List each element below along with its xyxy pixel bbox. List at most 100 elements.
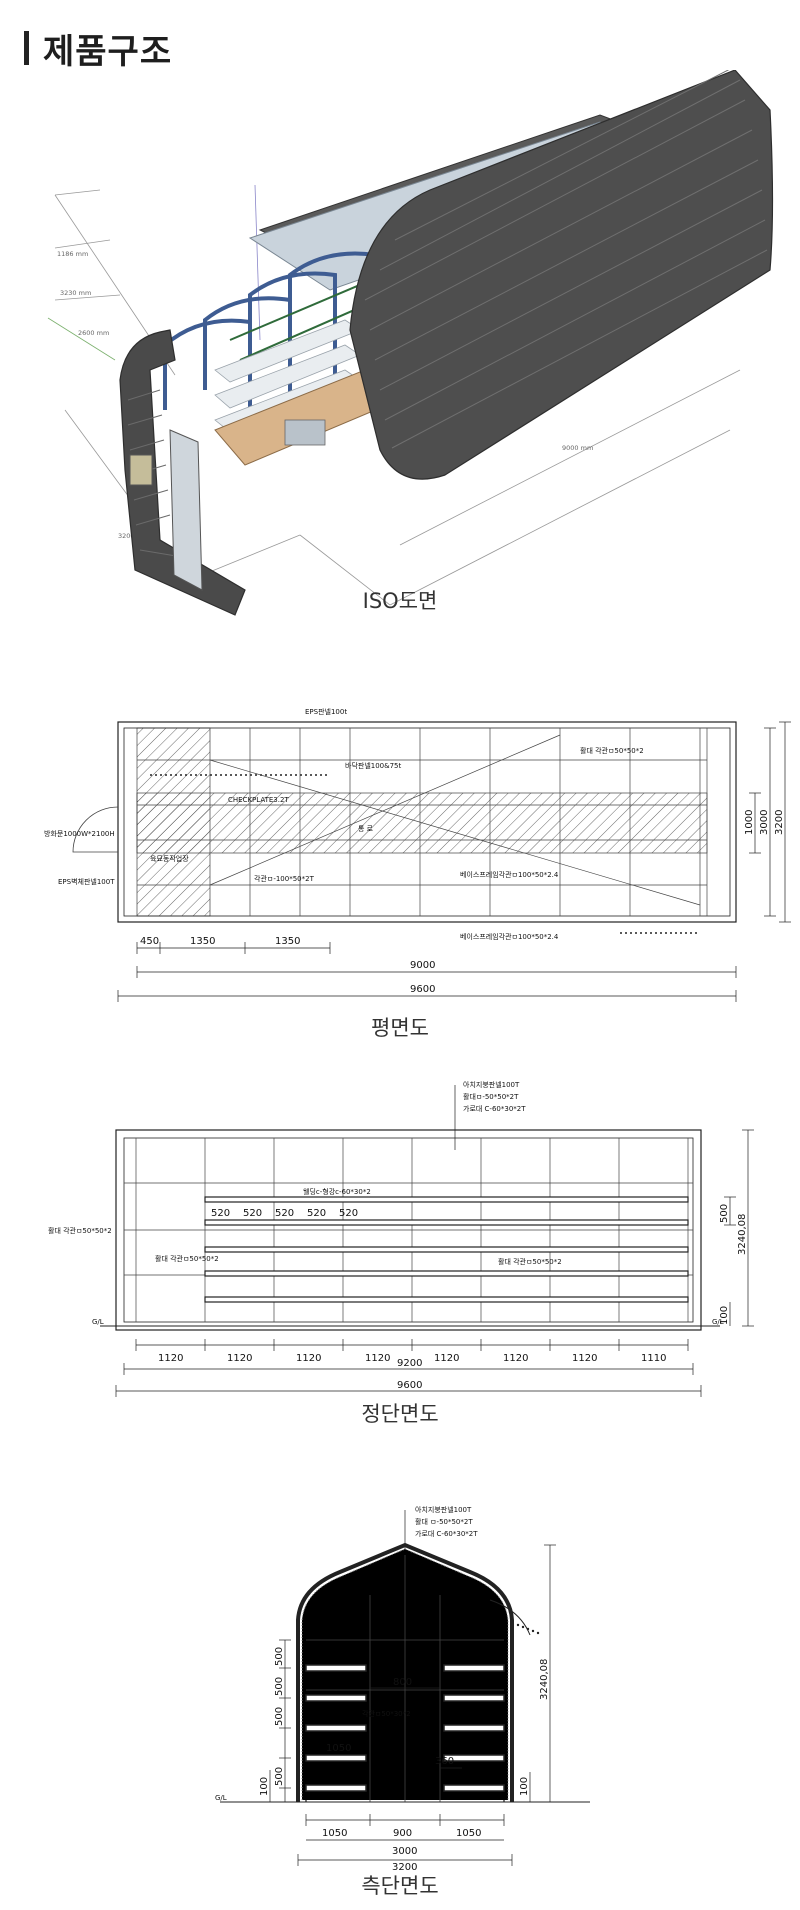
header-bar (24, 31, 29, 65)
side-dots (516, 1623, 540, 1635)
plan-label-base2: 베이스프레임각관ㅁ100*50*2.4 (460, 932, 559, 941)
plan-label-entry: 육묘동작업장 (150, 854, 189, 863)
front-label-bar: 활대ㅁ-50*50*2T (463, 1092, 519, 1101)
svg-text:1120: 1120 (296, 1353, 321, 1364)
front-section-drawing: 아치지붕판넬100T 활대ㅁ-50*50*2T 가로대 C-60*30*2T G… (48, 1080, 754, 1397)
svg-text:500: 500 (274, 1677, 285, 1696)
iso-sink (284, 419, 326, 446)
front-label-mid-beam: 활대 각관ㅁ50*50*2 (155, 1254, 219, 1263)
plan-label-door: 방화문1000W*2100H (44, 829, 115, 838)
plan-dim-450: 450 (140, 936, 159, 947)
side-dim-3200: 3200 (392, 1862, 417, 1870)
front-dim-500: 500 (719, 1204, 730, 1223)
front-dim-100: 100 (719, 1306, 730, 1325)
iso-drawing: 1186 mm 3230 mm 2600 mm 3200 mm 9000 mm (47, 64, 774, 616)
side-right-dim-lines (529, 1544, 556, 1803)
section-header: 제품구조 (24, 28, 172, 72)
iso-main-roof (349, 69, 774, 480)
front-dim-lines (115, 1129, 754, 1397)
front-section: 아치지붕판넬100T 활대ㅁ-50*50*2T 가로대 C-60*30*2T G… (0, 1075, 800, 1435)
svg-text:520: 520 (307, 1208, 326, 1219)
svg-text:1120: 1120 (503, 1353, 528, 1364)
plan-label-eps-top: EPS판넬100t (305, 707, 347, 716)
plan-dashed-lines (150, 774, 700, 934)
plan-label-post: 각관ㅁ-100*50*2T (254, 874, 315, 883)
side-inner-dim-lines (310, 1687, 462, 1769)
svg-text:520: 520 (243, 1208, 262, 1219)
front-label-left-beam: 활대 각관ㅁ50*50*2 (48, 1226, 112, 1235)
svg-text:900: 900 (393, 1828, 412, 1839)
side-center-posts (306, 1555, 504, 1802)
plan-dim-1350a: 1350 (190, 936, 215, 947)
iso-roof-ribs (364, 64, 768, 449)
plan-label-beam: 활대 각관ㅁ50*50*2 (580, 746, 644, 755)
plan-dim-9600: 9600 (410, 984, 435, 995)
side-dim-360: 360 (435, 1756, 454, 1767)
plan-dim-3000: 3000 (759, 810, 770, 835)
side-dim-3000: 3000 (392, 1846, 417, 1857)
plan-grid (137, 728, 708, 916)
svg-text:1110: 1110 (641, 1353, 666, 1364)
front-dim-9600: 9600 (397, 1380, 422, 1391)
front-shelf-dims: 520 520 520 520 520 (211, 1208, 358, 1219)
iso-front-window (129, 454, 153, 486)
side-label-cross: 가로대 C-60*30*2T (415, 1529, 478, 1538)
side-arch-outer (296, 1542, 514, 1802)
side-left-dim-lines (269, 1639, 291, 1803)
side-label-arch: 아치지붕판넬100T (415, 1505, 472, 1514)
svg-text:1050: 1050 (456, 1828, 481, 1839)
page-title: 제품구조 (43, 31, 173, 72)
side-label-post: 각관ㅁ50*30*2 (362, 1709, 411, 1718)
front-gl-left: G/L (92, 1318, 104, 1326)
plan-dim-lines (117, 721, 791, 1002)
side-section: 아치지붕판넬100T 활대 ㅁ-50*50*2T 가로대 C-60*30*2T (0, 1500, 800, 1910)
plan-dim-3200: 3200 (774, 810, 785, 835)
plan-dim-1350b: 1350 (275, 936, 300, 947)
front-label-arch: 아치지붕판넬100T (463, 1080, 520, 1089)
side-section-drawing: 아치지붕판넬100T 활대 ㅁ-50*50*2T 가로대 C-60*30*2T (215, 1505, 590, 1873)
front-caption: 정단면도 (361, 1402, 439, 1426)
iso-dim-h1: 1186 mm (57, 250, 88, 258)
plan-dim-1000: 1000 (744, 810, 755, 835)
side-dim-3240: 3240,08 (539, 1659, 550, 1700)
front-bay-dims: 1120 1120 1120 1120 1120 1120 1120 1110 (158, 1353, 666, 1364)
plan-view-section: EPS판넬100t 바닥판넬100&75t 활대 각관ㅁ50*50*2 CHEC… (0, 690, 800, 1050)
side-gl: G/L (215, 1794, 227, 1802)
iso-dim-h2: 3230 mm (60, 289, 91, 297)
front-outer (115, 1129, 702, 1331)
plan-door-swing (72, 806, 119, 853)
plan-dim-9000: 9000 (410, 960, 435, 971)
svg-text:1120: 1120 (434, 1353, 459, 1364)
plan-label-base: 베이스프레임각관ㅁ100*50*2.4 (460, 870, 559, 879)
plan-label-floor: 바닥판넬100&75t (345, 761, 401, 770)
front-label-right-beam: 활대 각관ㅁ50*50*2 (498, 1257, 562, 1266)
plan-label-checkplate: CHECKPLATE3.2T (228, 796, 289, 804)
iso-gable-ribs (127, 389, 201, 561)
iso-front-door (169, 429, 203, 591)
front-columns (124, 1138, 693, 1322)
front-gl-right: G/L (712, 1318, 724, 1326)
svg-text:1050: 1050 (322, 1828, 347, 1839)
plan-caption: 평면도 (371, 1016, 429, 1040)
plan-label-eps-wall: EPS벽체판넬100T (58, 877, 115, 886)
svg-text:1120: 1120 (227, 1353, 252, 1364)
side-shelves-left (305, 1664, 367, 1792)
iso-drawing-section: 1186 mm 3230 mm 2600 mm 3200 mm 9000 mm (0, 64, 800, 630)
side-dim-100r: 100 (519, 1777, 530, 1796)
svg-text:1120: 1120 (158, 1353, 183, 1364)
side-dim-100: 100 (259, 1777, 270, 1796)
svg-text:520: 520 (211, 1208, 230, 1219)
iso-caption: ISO도면 (362, 589, 438, 613)
side-bottom-dims: 1050 900 1050 (322, 1828, 481, 1839)
side-left-dims: 500 500 500 500 (274, 1647, 285, 1786)
front-shelves (204, 1196, 689, 1303)
svg-text:500: 500 (274, 1767, 285, 1786)
svg-text:1120: 1120 (572, 1353, 597, 1364)
svg-text:520: 520 (339, 1208, 358, 1219)
iso-front-gable (119, 329, 246, 616)
side-dim-1050-in: 1050 (326, 1743, 351, 1754)
side-label-bar: 활대 ㅁ-50*50*2T (415, 1517, 473, 1526)
side-shelves-right (443, 1664, 505, 1792)
iso-dim-l: 9000 mm (562, 444, 593, 452)
side-dim-800: 800 (393, 1677, 412, 1688)
